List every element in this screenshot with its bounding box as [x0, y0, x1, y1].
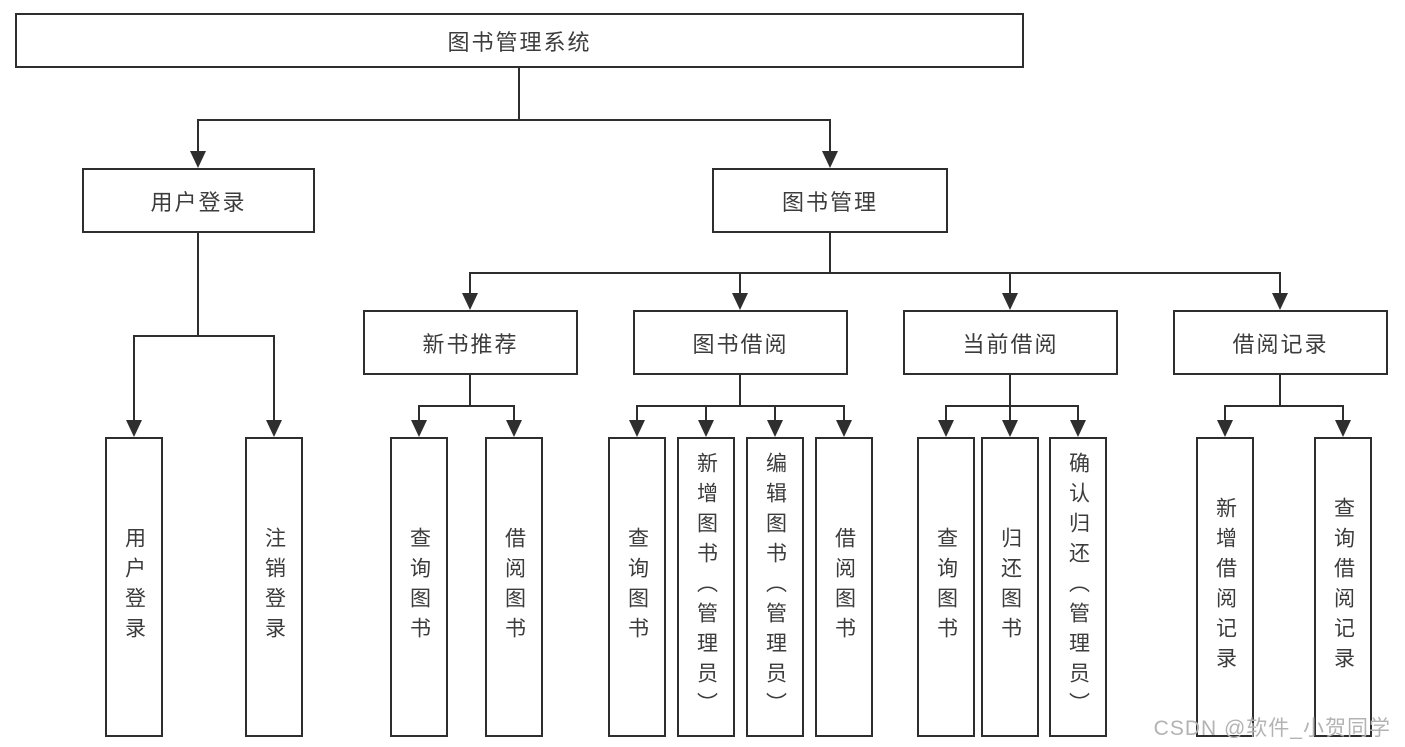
- connector-line: [418, 405, 420, 421]
- leaf-query-books-3: 查询图书: [917, 437, 975, 737]
- node-user-login: 用户登录: [82, 168, 315, 233]
- leaf-label: 归还图书: [998, 527, 1022, 647]
- connector-line: [945, 405, 947, 421]
- arrow-down-icon: [836, 420, 852, 437]
- leaf-query-books-1: 查询图书: [390, 437, 448, 737]
- connector-line: [705, 405, 707, 421]
- connector-line: [739, 272, 741, 294]
- node-label: 图书管理系统: [447, 29, 592, 55]
- leaf-query-books-2: 查询图书: [608, 437, 666, 737]
- arrow-down-icon: [126, 420, 142, 437]
- leaf-label: 查询图书: [625, 527, 649, 647]
- connector-line: [636, 405, 845, 407]
- connector-line: [1009, 373, 1011, 406]
- connector-line: [829, 232, 831, 274]
- arrow-down-icon: [938, 420, 954, 437]
- leaf-label: 用户登录: [122, 527, 146, 647]
- connector-line: [469, 373, 471, 406]
- arrow-down-icon: [1217, 420, 1233, 437]
- connector-line: [1224, 405, 1344, 407]
- leaf-logout: 注销登录: [245, 437, 303, 737]
- leaf-return-books: 归还图书: [981, 437, 1039, 737]
- leaf-label: 新增图书（管理员）: [694, 452, 718, 722]
- leaf-label: 查询借阅记录: [1331, 497, 1355, 677]
- node-book-borrowing: 图书借阅: [633, 310, 848, 375]
- leaf-confirm-return-admin: 确认归还（管理员）: [1049, 437, 1107, 737]
- connector-line: [133, 335, 135, 421]
- arrow-down-icon: [1070, 420, 1086, 437]
- arrow-down-icon: [698, 420, 714, 437]
- node-current-borrowing: 当前借阅: [903, 310, 1118, 375]
- connector-line: [469, 272, 1281, 274]
- node-new-book-recommend: 新书推荐: [363, 310, 578, 375]
- arrow-down-icon: [767, 420, 783, 437]
- connector-line: [197, 119, 831, 121]
- leaf-user-login: 用户登录: [105, 437, 163, 737]
- leaf-label: 编辑图书（管理员）: [763, 452, 787, 722]
- arrow-down-icon: [1272, 293, 1288, 310]
- arrow-down-icon: [822, 151, 838, 168]
- node-label: 图书借阅: [692, 331, 789, 357]
- arrow-down-icon: [1335, 420, 1351, 437]
- connector-line: [197, 119, 199, 153]
- arrow-down-icon: [506, 420, 522, 437]
- leaf-label: 查询图书: [407, 527, 431, 647]
- node-label: 用户登录: [150, 189, 247, 215]
- connector-line: [197, 232, 199, 336]
- leaf-label: 新增借阅记录: [1213, 497, 1237, 677]
- csdn-watermark: CSDN @软件_小贺同学: [1153, 717, 1391, 740]
- arrow-down-icon: [629, 420, 645, 437]
- leaf-label: 借阅图书: [832, 527, 856, 647]
- connector-line: [418, 405, 515, 407]
- arrow-down-icon: [1002, 420, 1018, 437]
- connector-line: [774, 405, 776, 421]
- node-book-management: 图书管理: [712, 168, 948, 233]
- arrow-down-icon: [462, 293, 478, 310]
- connector-line: [1224, 405, 1226, 421]
- leaf-edit-books-admin: 编辑图书（管理员）: [746, 437, 804, 737]
- leaf-borrow-books-1: 借阅图书: [485, 437, 543, 737]
- node-borrowing-records: 借阅记录: [1173, 310, 1388, 375]
- leaf-add-borrow-record: 新增借阅记录: [1196, 437, 1254, 737]
- leaf-query-borrow-record: 查询借阅记录: [1314, 437, 1372, 737]
- connector-line: [636, 405, 638, 421]
- connector-line: [1279, 272, 1281, 294]
- connector-line: [1279, 373, 1281, 406]
- connector-line: [518, 67, 520, 121]
- connector-line: [1077, 405, 1079, 421]
- connector-line: [1009, 405, 1011, 421]
- node-label: 当前借阅: [962, 331, 1059, 357]
- node-label: 图书管理: [781, 189, 878, 215]
- arrow-down-icon: [266, 420, 282, 437]
- arrow-down-icon: [732, 293, 748, 310]
- leaf-label: 借阅图书: [502, 527, 526, 647]
- connector-line: [843, 405, 845, 421]
- connector-line: [1009, 272, 1011, 294]
- leaf-borrow-books-2: 借阅图书: [815, 437, 873, 737]
- connector-line: [513, 405, 515, 421]
- arrow-down-icon: [1002, 293, 1018, 310]
- node-label: 新书推荐: [422, 331, 519, 357]
- arrow-down-icon: [411, 420, 427, 437]
- node-library-management-system: 图书管理系统: [15, 13, 1024, 68]
- connector-line: [1342, 405, 1344, 421]
- node-label: 借阅记录: [1232, 331, 1329, 357]
- leaf-label: 查询图书: [934, 527, 958, 647]
- connector-line: [273, 335, 275, 421]
- arrow-down-icon: [190, 151, 206, 168]
- connector-line: [945, 405, 1079, 407]
- leaf-add-books-admin: 新增图书（管理员）: [677, 437, 735, 737]
- connector-line: [469, 272, 471, 294]
- connector-line: [739, 373, 741, 406]
- connector-line: [133, 335, 275, 337]
- leaf-label: 确认归还（管理员）: [1066, 452, 1090, 722]
- leaf-label: 注销登录: [262, 527, 286, 647]
- connector-line: [829, 119, 831, 153]
